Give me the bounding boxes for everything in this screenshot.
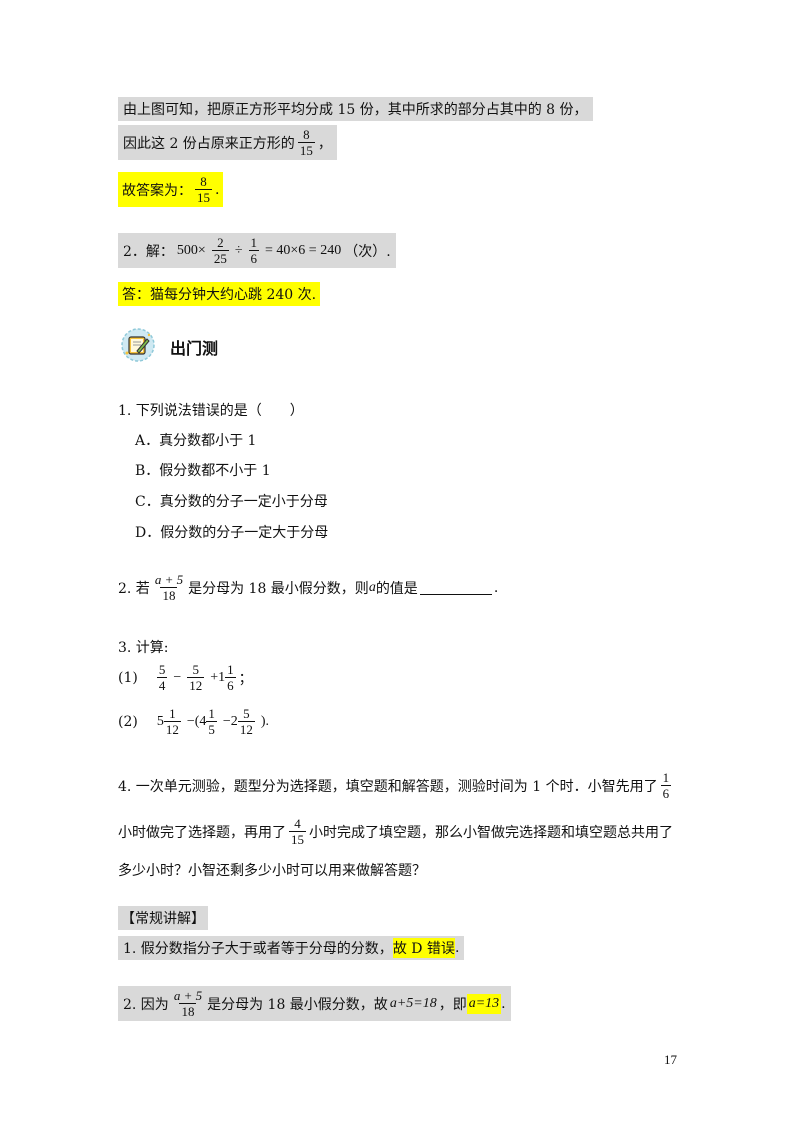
answer-line-1: 由上图可知，把原正方形平均分成 15 份，其中所求的部分占其中的 8 份， [118,97,593,121]
question-1-option-d: D．假分数的分子一定大于分母 [135,525,329,541]
explain-answer-1: 1. 假分数指分子大于或者等于分母的分数， 故 D 错误 . [118,936,465,960]
question-4-line-1: 4. 一次单元测验，题型分为选择题，填空题和解答题，测验时间为 1 个时．小智先… [118,770,672,801]
page-number: 17 [664,1052,677,1067]
pencil-notebook-icon [120,327,156,367]
explain-title: 【常规讲解】 [118,906,208,930]
question-1-stem: 1. 下列说法错误的是（ ） [118,403,304,419]
answer-blank [419,580,492,595]
answer-q2-final: 答：猫每分钟大约心跳 240 次. [118,282,321,306]
question-1-option-b: B．假分数都不小于 1 [135,463,271,479]
question-1-option-c: C．真分数的分子一定小于分母 [135,494,328,510]
section-heading: 出门测 [120,327,218,367]
question-4-line-3: 多少小时？小智还剩多少小时可以用来做解答题？ [118,863,426,879]
section-title: 出门测 [170,339,219,358]
question-3-stem: 3. 计算: [118,640,169,656]
question-1-option-a: A．真分数都小于 1 [135,433,257,449]
